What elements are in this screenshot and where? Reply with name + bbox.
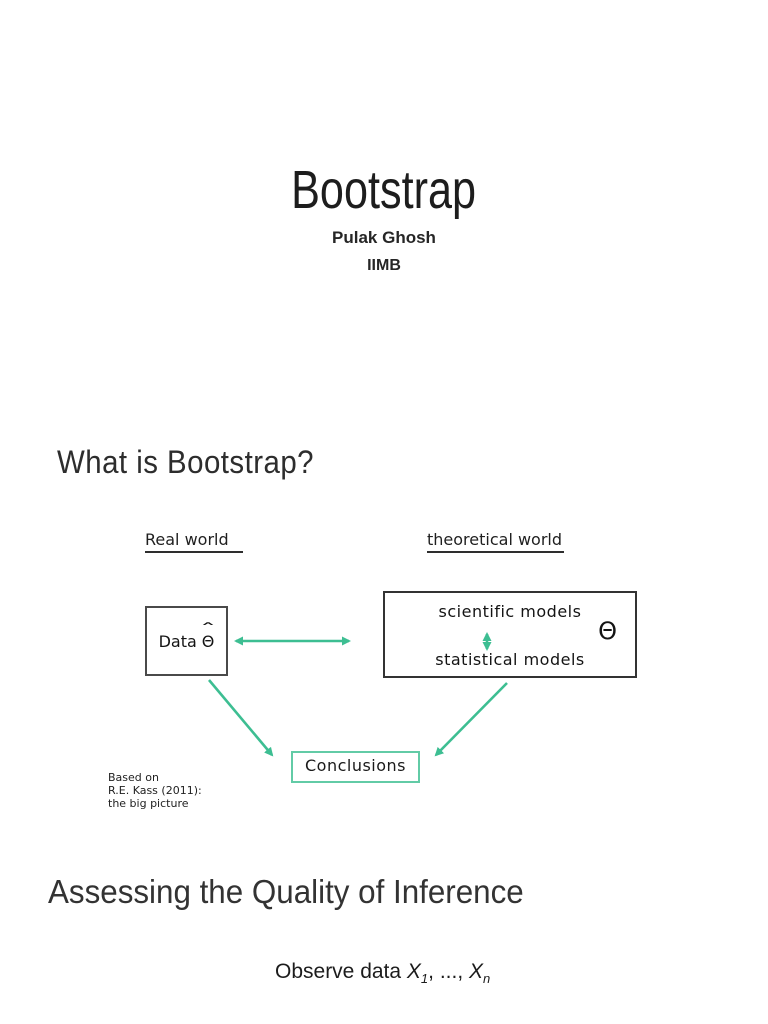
deck-institution: IIMB bbox=[367, 257, 401, 274]
citation-text: Based on R.E. Kass (2011): the big pictu… bbox=[108, 771, 202, 810]
observe-prefix: Observe data bbox=[275, 960, 407, 983]
data-box-label: Data bbox=[158, 631, 197, 651]
observe-data-text: Observe data X1, ..., Xn bbox=[275, 960, 490, 986]
deck-author: Pulak Ghosh bbox=[332, 228, 436, 247]
citation-line-1: Based on bbox=[108, 771, 159, 784]
x-variable-1: X bbox=[406, 960, 421, 983]
citation-line-3: the big picture bbox=[108, 797, 189, 810]
conclusions-box: Conclusions bbox=[291, 751, 420, 783]
scientific-models-label: scientific models bbox=[438, 602, 582, 621]
deck-title: Bootstrap bbox=[0, 160, 768, 220]
theta-estimate-symbol: Θ bbox=[201, 631, 215, 651]
theoretical-world-label: theoretical world bbox=[427, 530, 565, 553]
x-variable-n: X bbox=[469, 960, 484, 983]
deck-title-text: Bootstrap bbox=[291, 160, 477, 220]
subscript-n: n bbox=[483, 971, 491, 986]
theta-symbol: Θ bbox=[598, 617, 617, 645]
ellipsis-separator: , ..., bbox=[428, 960, 469, 983]
statistical-models-label: statistical models bbox=[435, 650, 585, 669]
conclusions-label: Conclusions bbox=[304, 755, 407, 775]
data-box: Data ˆ Θ bbox=[145, 606, 228, 676]
citation-line-2: R.E. Kass (2011): bbox=[108, 784, 202, 797]
slide-heading-what-is-bootstrap: What is Bootstrap? bbox=[57, 444, 336, 481]
arrow-data-conclusions bbox=[208, 679, 274, 757]
subscript-1: 1 bbox=[420, 971, 429, 986]
slide-heading-assessing-quality: Assessing the Quality of Inference bbox=[48, 873, 549, 911]
models-box: scientific models statistical models Θ bbox=[383, 591, 637, 678]
arrow-models-conclusions bbox=[434, 682, 508, 757]
slide-heading-what-is-bootstrap-text: What is Bootstrap? bbox=[57, 444, 314, 480]
real-world-label: Real world bbox=[145, 530, 243, 553]
slide-heading-assessing-quality-text: Assessing the Quality of Inference bbox=[48, 873, 524, 910]
theta-hat-symbol: ˆ Θ bbox=[200, 622, 217, 651]
hat-mark: ˆ bbox=[199, 621, 217, 638]
